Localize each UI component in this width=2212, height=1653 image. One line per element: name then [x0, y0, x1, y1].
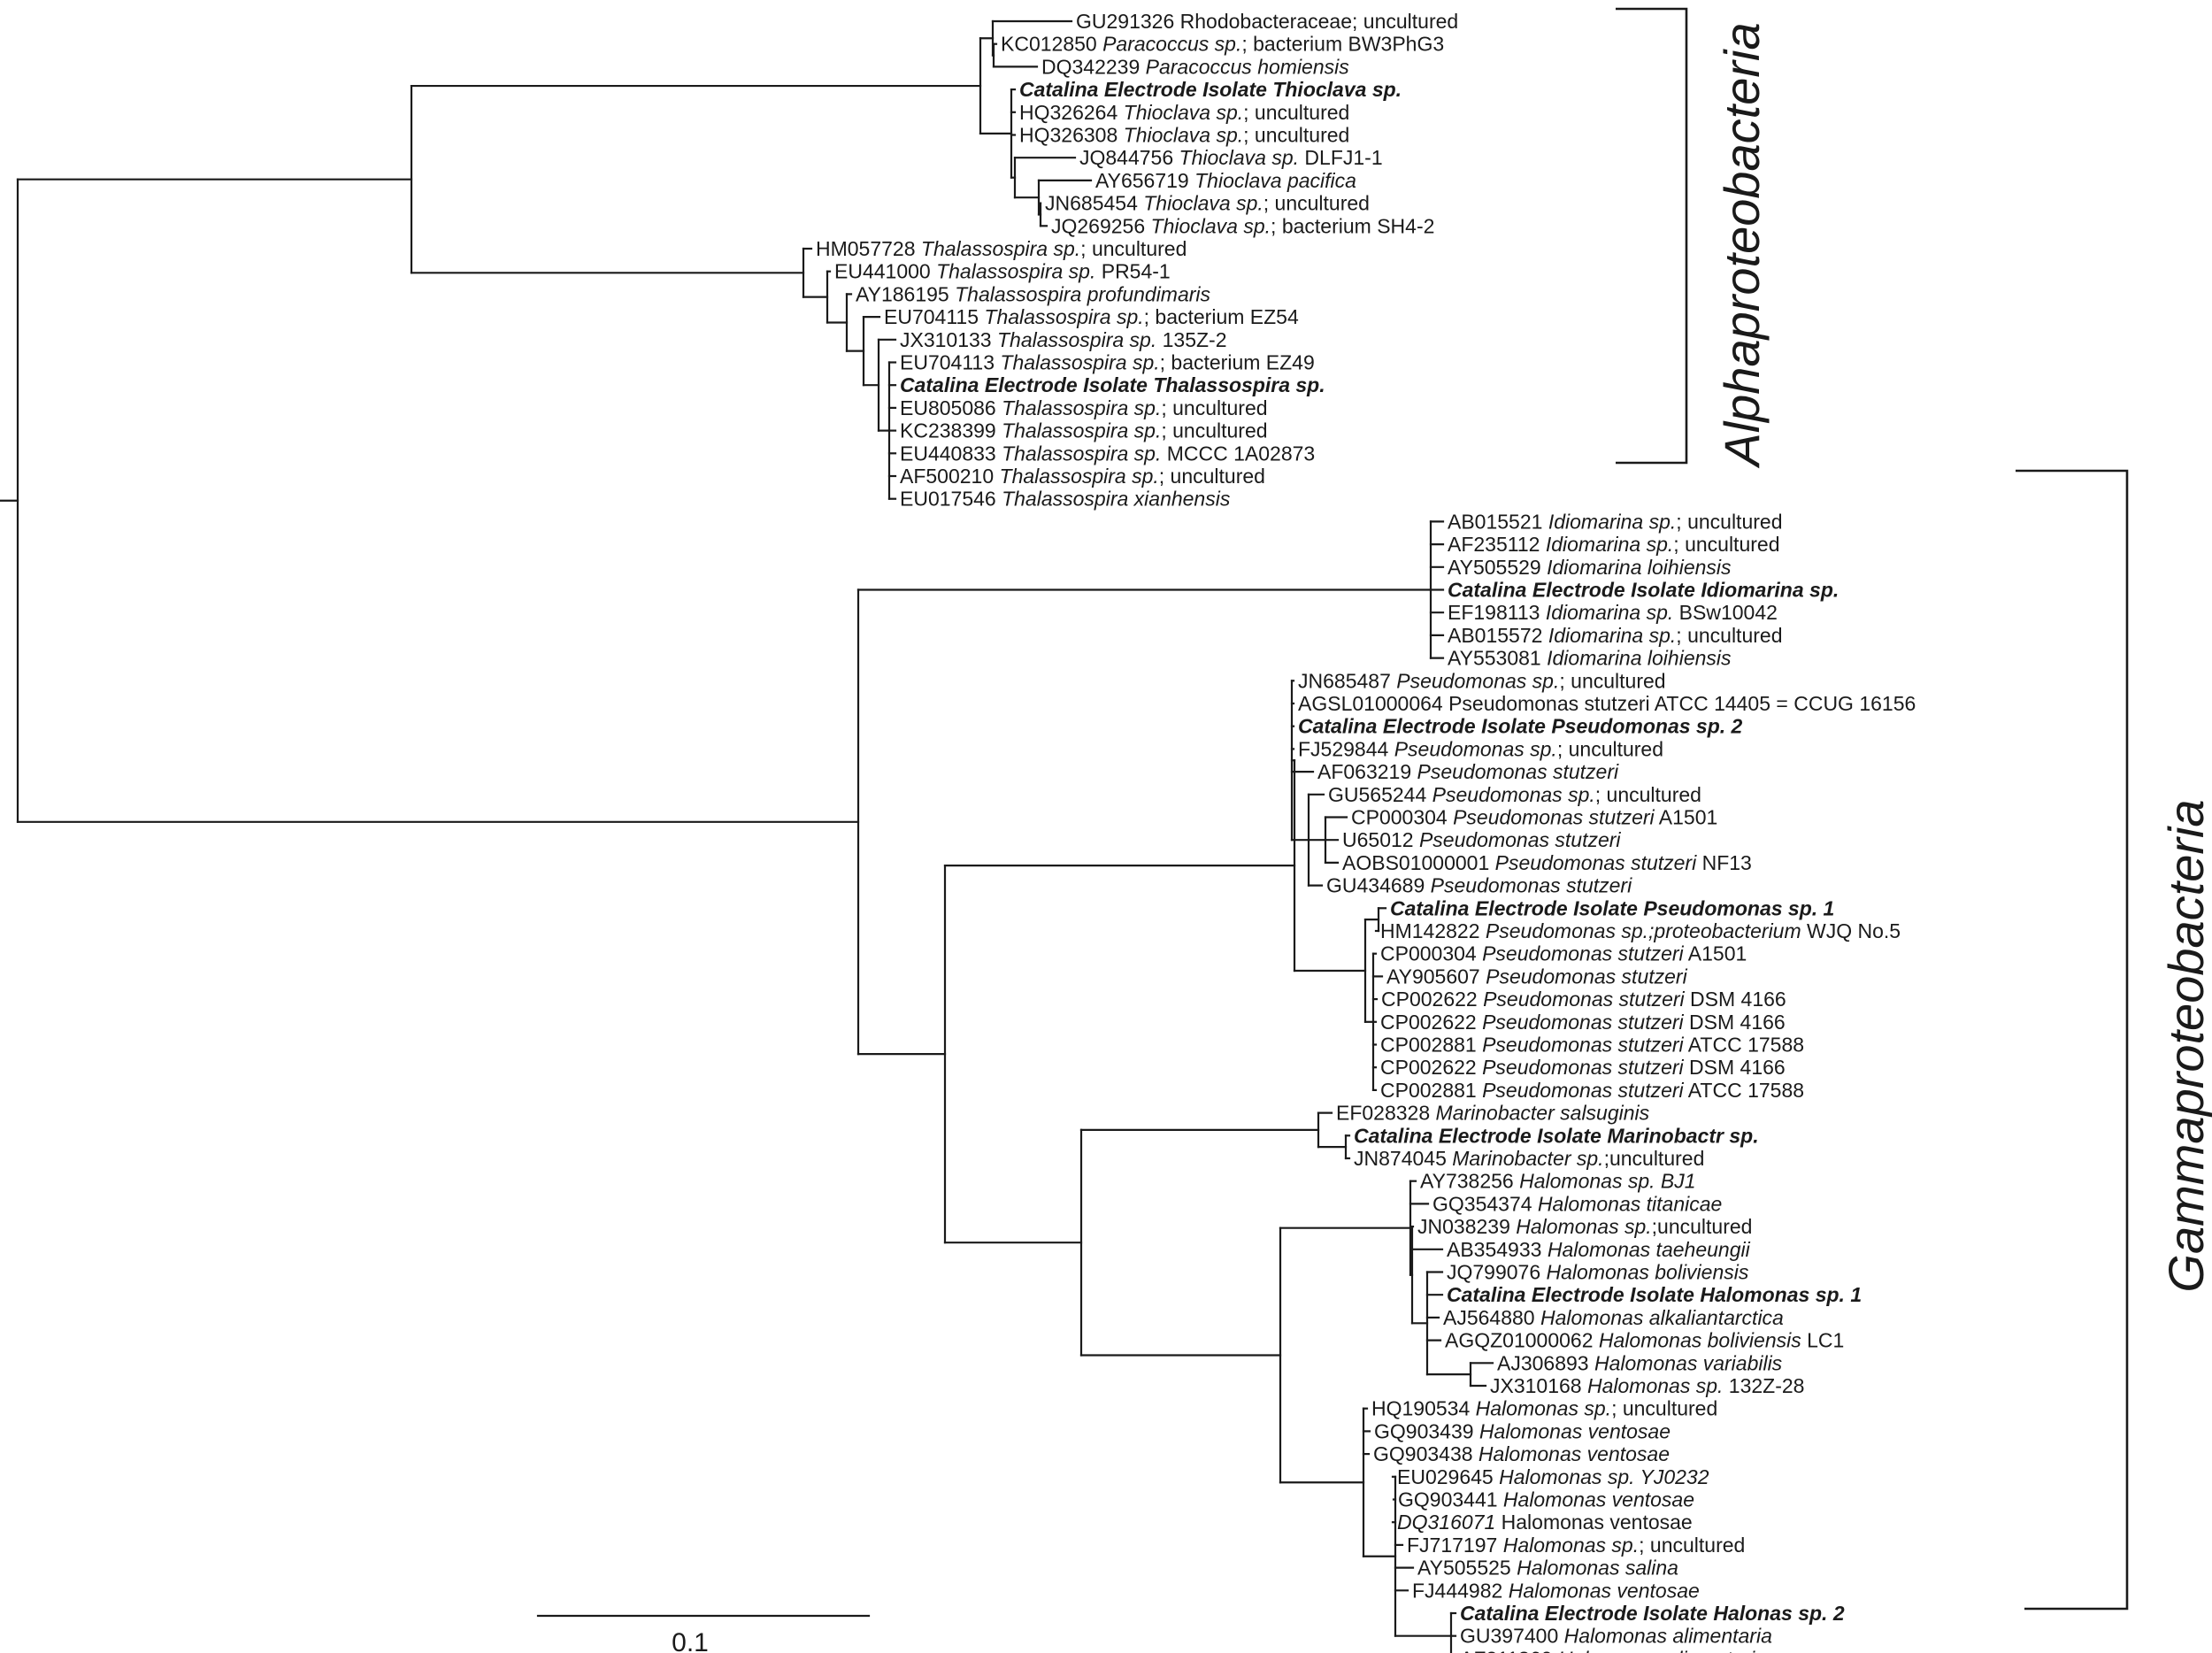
leaf-label: EU704113 Thalassospira sp.; bacterium EZ… [900, 351, 1315, 374]
leaf-label: Catalina Electrode Isolate Idiomarina sp… [1448, 579, 1839, 602]
leaf-label: JN685454 Thioclava sp.; uncultured [1045, 192, 1370, 215]
alpha-clade-bracket [1616, 7, 1688, 465]
leaf-label: EF028328 Marinobacter salsuginis [1336, 1102, 1650, 1125]
leaf-label: JN685487 Pseudomonas sp.; uncultured [1298, 669, 1666, 692]
leaf-labels: GU291326 Rhodobacteraceae; unculturedKC0… [816, 10, 1916, 1653]
leaf-label: AGSL01000064 Pseudomonas stutzeri ATCC 1… [1298, 692, 1916, 715]
leaf-label: JQ844756 Thioclava sp. DLFJ1-1 [1079, 146, 1383, 169]
gamma-clade-label: Gammaproteobacteria [2158, 799, 2212, 1292]
leaf-label: DQ342239 Paracoccus homiensis [1041, 55, 1349, 78]
leaf-label: Catalina Electrode Isolate Pseudomonas s… [1298, 715, 1743, 738]
leaf-label: EU440833 Thalassospira sp. MCCC 1A02873 [900, 442, 1315, 465]
leaf-label: KC238399 Thalassospira sp.; uncultured [900, 419, 1268, 442]
leaf-label: GU291326 Rhodobacteraceae; uncultured [1076, 10, 1458, 33]
leaf-label: AY505529 Idiomarina loihiensis [1448, 556, 1732, 579]
leaf-label: Catalina Electrode Isolate Halomonas sp.… [1447, 1283, 1862, 1306]
leaf-label: AGQZ01000062 Halomonas boliviensis LC1 [1445, 1329, 1844, 1352]
leaf-label: Catalina Electrode Isolate Marinobactr s… [1354, 1124, 1759, 1147]
leaf-label: FJ529844 Pseudomonas sp.; uncultured [1298, 737, 1663, 760]
leaf-label: CP002881 Pseudomonas stutzeri ATCC 17588 [1380, 1034, 1804, 1057]
leaf-label: FJ444982 Halomonas ventosae [1412, 1579, 1700, 1602]
leaf-label: AB354933 Halomonas taeheungii [1447, 1238, 1751, 1261]
leaf-label: HQ326264 Thioclava sp.; uncultured [1019, 101, 1349, 124]
leaf-label: AY656719 Thioclava pacifica [1095, 169, 1356, 192]
clade-brackets: Alphaproteobacteria Gammaproteobacteria [1616, 7, 2212, 1611]
alpha-clade-label: Alphaproteobacteria [1714, 22, 1770, 468]
leaf-label: JN038239 Halomonas sp.;uncultured [1417, 1215, 1752, 1238]
leaf-label: CP000304 Pseudomonas stutzeri A1501 [1380, 942, 1747, 965]
leaf-label: AOBS01000001 Pseudomonas stutzeri NF13 [1342, 851, 1752, 874]
leaf-label: AF500210 Thalassospira sp.; uncultured [900, 465, 1265, 488]
gamma-clade-bracket [2016, 469, 2129, 1611]
leaf-label: EU805086 Thalassospira sp.; uncultured [900, 396, 1268, 419]
leaf-label: CP002622 Pseudomonas stutzeri DSM 4166 [1380, 1056, 1786, 1079]
leaf-label: KC012850 Paracoccus sp.; bacterium BW3Ph… [1001, 33, 1444, 56]
leaf-label: AY553081 Idiomarina loihiensis [1448, 647, 1732, 670]
leaf-label: AJ306893 Halomonas variabilis [1497, 1351, 1783, 1374]
leaf-label: Catalina Electrode Isolate Halonas sp. 2 [1460, 1602, 1845, 1625]
leaf-label: EU704115 Thalassospira sp.; bacterium EZ… [884, 305, 1299, 328]
leaf-label: AF063219 Pseudomonas stutzeri [1317, 760, 1619, 783]
leaf-label: AY186195 Thalassospira profundimaris [856, 282, 1211, 305]
leaf-label: HQ326308 Thioclava sp.; uncultured [1019, 124, 1349, 147]
leaf-label: AY738256 Halomonas sp. BJ1 [1420, 1170, 1696, 1193]
leaf-label: EU441000 Thalassospira sp. PR54-1 [834, 260, 1171, 283]
leaf-label: JX310133 Thalassospira sp. 135Z-2 [900, 328, 1227, 351]
leaf-label: GU397400 Halomonas alimentaria [1460, 1625, 1772, 1648]
leaf-label: JN874045 Marinobacter sp.;uncultured [1354, 1147, 1704, 1170]
leaf-label: CP002622 Pseudomonas stutzeri DSM 4166 [1380, 1011, 1786, 1034]
leaf-label: U65012 Pseudomonas stutzeri [1342, 828, 1621, 851]
tree-branches [0, 19, 1494, 1653]
leaf-label: EU029645 Halomonas sp. YJ0232 [1397, 1465, 1709, 1488]
scale-bar: 0.1 [536, 1614, 871, 1653]
leaf-label: AY905607 Pseudomonas stutzeri [1386, 965, 1688, 988]
leaf-label: EF198113 Idiomarina sp. BSw10042 [1448, 601, 1778, 624]
leaf-label: GU434689 Pseudomonas stutzeri [1326, 874, 1632, 897]
leaf-label: HM057728 Thalassospira sp.; uncultured [816, 237, 1187, 260]
leaf-label: Catalina Electrode Isolate Pseudomonas s… [1390, 896, 1834, 919]
leaf-label: AF235112 Idiomarina sp.; uncultured [1448, 533, 1780, 556]
leaf-label: JX310168 Halomonas sp. 132Z-28 [1490, 1374, 1804, 1397]
leaf-label: AY505525 Halomonas salina [1417, 1557, 1678, 1580]
leaf-label: CP000304 Pseudomonas stutzeri A1501 [1351, 806, 1717, 829]
leaf-label: GQ354374 Halomonas titanicae [1432, 1192, 1722, 1215]
leaf-label: CP002881 Pseudomonas stutzeri ATCC 17588 [1380, 1079, 1804, 1102]
leaf-label: AB015572 Idiomarina sp.; uncultured [1448, 624, 1783, 647]
leaf-label: AF211860 Halomonas alimentaria [1460, 1647, 1766, 1653]
leaf-label: GQ903438 Halomonas ventosae [1373, 1442, 1670, 1465]
leaf-label: AB015521 Idiomarina sp.; uncultured [1448, 510, 1783, 533]
leaf-label: FJ717197 Halomonas sp.; uncultured [1407, 1534, 1745, 1557]
leaf-label: HM142822 Pseudomonas sp.;proteobacterium… [1380, 919, 1901, 942]
leaf-label: GQ903439 Halomonas ventosae [1374, 1419, 1671, 1442]
leaf-label: CP002622 Pseudomonas stutzeri DSM 4166 [1381, 988, 1786, 1011]
leaf-label: JQ269256 Thioclava sp.; bacterium SH4-2 [1051, 214, 1434, 237]
leaf-label: GQ903441 Halomonas ventosae [1398, 1488, 1694, 1511]
scale-bar-label: 0.1 [672, 1628, 709, 1653]
leaf-label: AJ564880 Halomonas alkaliantarctica [1443, 1306, 1784, 1329]
leaf-label: HQ190534 Halomonas sp.; uncultured [1371, 1397, 1717, 1420]
leaf-label: EU017546 Thalassospira xianhensis [900, 488, 1231, 511]
leaf-label: Catalina Electrode Isolate Thioclava sp. [1019, 78, 1402, 101]
leaf-label: GU565244 Pseudomonas sp.; uncultured [1328, 783, 1701, 806]
leaf-label: JQ799076 Halomonas boliviensis [1447, 1261, 1749, 1284]
leaf-label: DQ316071 Halomonas ventosae [1397, 1511, 1693, 1534]
leaf-label: Catalina Electrode Isolate Thalassospira… [900, 373, 1325, 396]
